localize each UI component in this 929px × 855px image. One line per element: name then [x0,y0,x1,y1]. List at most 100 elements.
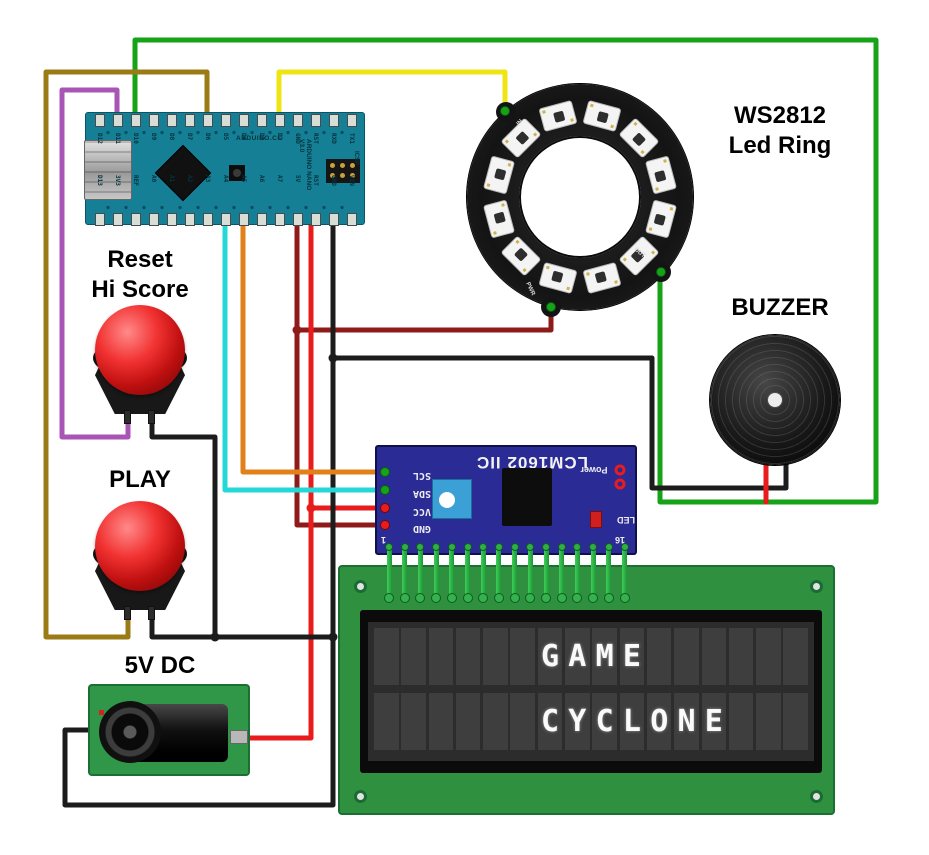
buzzer-center-hole [768,393,782,407]
wire-green-ring [132,37,879,505]
mounting-hole [354,580,367,593]
arduino-pin-label: A1 [168,175,175,183]
arduino-pin-pad-d12 [95,114,105,127]
lcd-char-cell [401,693,426,750]
junction-vcc [306,503,316,513]
arduino-pin-pad-d3 [257,114,267,127]
lcd-char-cell: C [592,693,617,750]
lcd-char-cell [374,693,399,750]
arduino-model-text: ARDUINO NANO V3.0 [298,139,312,191]
arduino-pin-pad-a4 [221,213,231,226]
arduino-pin-label: A4 [222,175,229,183]
lcd-char-cell [728,628,754,685]
junction-gnd-buzzer [328,353,338,363]
arduino-pin-label: D12 [96,133,103,144]
arduino-pin-label: REF [132,175,139,186]
arduino-pin-label: D3 [258,133,265,141]
lcd-char-cell [455,693,481,750]
dc-label: 5V DC [124,652,196,679]
nano-reset-button [229,165,245,181]
lcm-scl-pin [380,467,390,477]
arduino-pin-label: GND [294,133,301,144]
arduino-pin-label: 3V3 [114,175,121,186]
button-leg [124,410,131,424]
lcm-gnd-pin [380,520,390,530]
arduino-pin-label: A5 [240,175,247,183]
icsp-header [326,159,360,183]
arduino-pin-label: A7 [276,175,283,183]
arduino-holes-bottom [96,205,356,210]
arduino-pin-label: D11 [114,133,121,144]
lcd-char-cell: O [646,693,672,750]
lcd-char-cell: E [619,628,645,685]
lcd-char-cell [455,628,481,685]
wire-darkred-5v [294,222,554,333]
lcd-char-cell: N [674,693,699,750]
arduino-pin-pad-a2 [185,213,195,226]
arduino-pin-label: D6 [204,133,211,141]
arduino-pin-pad-rxd [329,114,339,127]
lcd-char-cell [374,628,399,685]
wire-cyan-sda [222,222,388,493]
arduino-pin-pad-d13 [95,213,105,226]
play-label: PLAY [109,466,171,493]
wire-yellow-ring-in [276,69,508,118]
reset-pushbutton [85,302,195,432]
ring-pwr-pin [546,302,556,312]
arduino-pin-pad-gnd [293,114,303,127]
lcd-char-cell [646,628,672,685]
lcd-char-cell [483,693,508,750]
junction-gnd-buttons [328,632,338,642]
arduino-pin-pad-d2 [275,114,285,127]
lcd-char-cell [428,693,454,750]
reset-label-line1: Reset [107,246,173,273]
buzzer [710,335,840,465]
lcd-char-cell [510,628,535,685]
wire-black-buzzer [330,355,789,491]
arduino-pin-pad-gnd [329,213,339,226]
wire-black-play [149,615,336,640]
buzzer-label: BUZZER [731,294,829,321]
arduino-pin-pad-d9 [149,114,159,127]
button-leg [148,606,155,620]
arduino-pin-label: D7 [186,133,193,141]
arduino-holes-top [96,130,356,135]
lcm-power-pin [614,478,626,490]
arduino-pin-label: A2 [186,175,193,183]
lcm-vcc-pin [380,503,390,513]
arduino-pin-pad-d8 [167,114,177,127]
lcd-char-cell [728,693,754,750]
usb-connector [84,140,132,200]
arduino-pin-pad-a3 [203,213,213,226]
lcd-char-cell: L [619,693,645,750]
lcd-char-cell: E [701,693,727,750]
ws2812-label-line2: Led Ring [728,132,832,159]
arduino-pin-pad-d7 [185,114,195,127]
button-cap [95,305,185,395]
lcd-char-cell: M [592,628,617,685]
ring-in-pin [500,106,510,116]
arduino-pin-label: RST [312,133,319,144]
button-leg [148,410,155,424]
wire-black-main [62,222,336,808]
arduino-pin-label: A6 [258,175,265,183]
arduino-pin-pad-tx1 [347,114,357,127]
arduino-pin-pad-vin [347,213,357,226]
lcm-sda-pin [380,485,390,495]
arduino-pin-label: D9 [150,133,157,141]
arduino-pin-pad-d10 [131,114,141,127]
play-pushbutton [85,498,195,628]
junction-buttons [210,632,220,642]
wire-red-dcjack [239,222,314,741]
contrast-potentiometer [432,479,472,519]
arduino-pin-label: D2 [276,133,283,141]
arduino-pin-pad-d6 [203,114,213,127]
lcd-char-cell: C [537,693,563,750]
wire-olive-play [43,69,210,640]
